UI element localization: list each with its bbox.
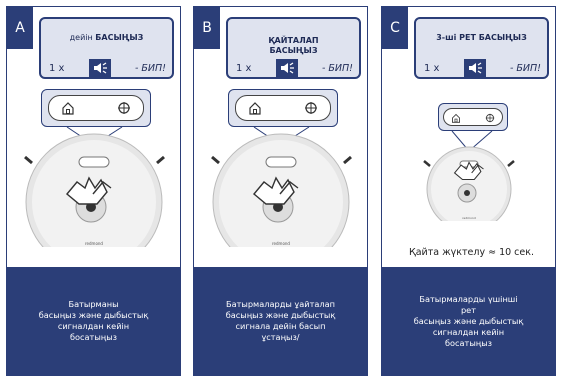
target-icon (305, 102, 317, 114)
panel-letter: B (194, 7, 220, 49)
button-pill (235, 95, 331, 121)
instruction-title: ҚАЙТАЛАП БАСЫҢЫЗ (228, 26, 359, 56)
restart-note: Қайта жүктелу ≈ 10 сек. (408, 247, 535, 258)
instruction-title: 3-ші РЕТ БАСЫҢЫЗ (416, 33, 547, 43)
press-count: 1 x (236, 62, 252, 74)
press-count: 1 x (49, 62, 65, 74)
button-closeup (438, 103, 508, 131)
button-closeup (41, 89, 151, 127)
panel-a: A дейін БАСЫҢЫЗ 1 x - БИП! redmond Батыр… (6, 6, 181, 376)
hand-icon (66, 176, 112, 205)
speaker-icon (88, 59, 111, 77)
panel-c: C 3-ші РЕТ БАСЫҢЫЗ 1 x - БИП! redmond Қа… (381, 6, 556, 376)
target-icon (485, 113, 495, 123)
robot-vacuum: redmond (423, 131, 515, 221)
speaker-icon (463, 59, 486, 77)
instruction-callout: дейін БАСЫҢЫЗ 1 x - БИП! (39, 17, 174, 79)
beep-text: - БИП! (509, 62, 541, 74)
instruction-title: дейін БАСЫҢЫЗ (69, 33, 144, 42)
robot-brand: redmond (272, 241, 290, 246)
instruction-footer: Батырмаларды ұайталап басыңыз және дыбыс… (194, 267, 367, 375)
button-pill (443, 108, 503, 126)
home-icon (452, 113, 460, 123)
panel-letter: C (382, 7, 408, 49)
instruction-callout: ҚАЙТАЛАП БАСЫҢЫЗ 1 x - БИП! (226, 17, 361, 79)
home-icon (62, 102, 74, 115)
instruction-title-bold: ҚАЙТАЛАП БАСЫҢЫЗ (268, 36, 319, 55)
robot-brand: redmond (462, 216, 476, 220)
robot-brand: redmond (85, 241, 103, 246)
instruction-title-bold: БАСЫҢЫЗ (95, 33, 144, 42)
instruction-callout: 3-ші РЕТ БАСЫҢЫЗ 1 x - БИП! (414, 17, 549, 79)
button-pill (48, 95, 144, 121)
panel-letter: A (7, 7, 33, 49)
instruction-title-bold: 3-ші РЕТ БАСЫҢЫЗ (436, 33, 527, 42)
target-icon (118, 102, 130, 114)
beep-text: - БИП! (321, 62, 353, 74)
hand-icon (453, 161, 484, 181)
instruction-footer: Батырманы басыңыз және дыбыстық сигналда… (7, 267, 180, 375)
footer-text: Батырманы басыңыз және дыбыстық сигналда… (38, 299, 149, 342)
home-icon (249, 102, 261, 115)
beep-text: - БИП! (134, 62, 166, 74)
press-count: 1 x (424, 62, 440, 74)
beep-line: 1 x - БИП! (49, 59, 166, 77)
beep-line: 1 x - БИП! (236, 59, 353, 77)
button-closeup (228, 89, 338, 127)
footer-text: Батырмаларды үшінші рет басыңыз және дыб… (413, 293, 524, 348)
hand-icon (253, 176, 299, 205)
panel-b: B ҚАЙТАЛАП БАСЫҢЫЗ 1 x - БИП! redmond Ба… (193, 6, 368, 376)
beep-line: 1 x - БИП! (424, 59, 541, 77)
footer-text: Батырмаларды ұайталап басыңыз және дыбыс… (225, 299, 336, 342)
speaker-icon (275, 59, 298, 77)
instruction-footer: Батырмаларды үшінші рет басыңыз және дыб… (382, 267, 555, 375)
